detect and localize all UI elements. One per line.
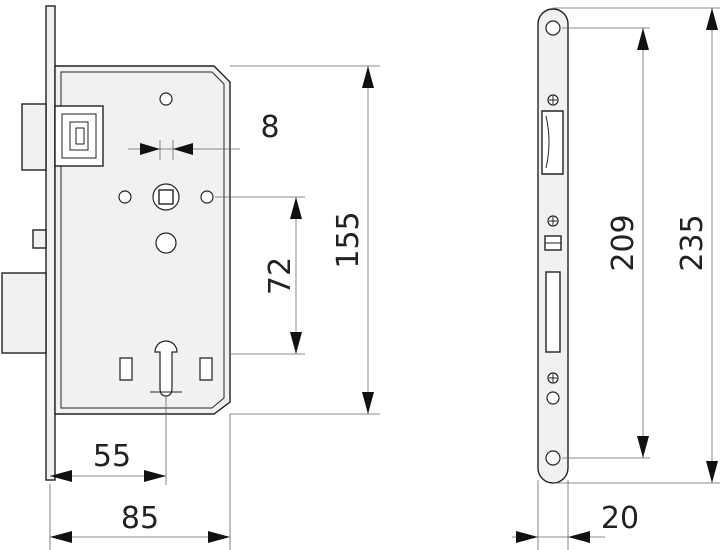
- latch-bolt: [21, 103, 47, 171]
- case-inner-outline: [60, 71, 225, 409]
- dim-209-label: 209: [606, 214, 641, 271]
- screw-cross-1: [549, 96, 557, 104]
- faceplate-side-view: [537, 8, 569, 484]
- cylinder-screw-hole: [546, 391, 560, 405]
- cylinder-cutout: [154, 340, 178, 397]
- dim-20-label: 20: [601, 501, 639, 536]
- dim-72-label: 72: [263, 257, 298, 295]
- latch-housing: [54, 105, 104, 167]
- bottom-mount-hole: [545, 450, 561, 466]
- top-mount-hole: [545, 20, 561, 36]
- square-follower: [158, 189, 174, 205]
- middle-hole: [155, 232, 177, 254]
- latch-detail: [69, 121, 89, 151]
- bolt-opening: [545, 271, 561, 353]
- dim-55-label: 55: [93, 439, 131, 474]
- screw-cross-2: [549, 217, 557, 225]
- arrow-235-bottom: [706, 461, 718, 483]
- left-screw-hole: [118, 190, 132, 204]
- arrow-55-right: [144, 470, 166, 482]
- small-tab: [32, 229, 47, 249]
- arrow-209-bottom: [637, 436, 649, 458]
- latch-curve: [545, 115, 550, 169]
- right-screw-hole: [200, 190, 214, 204]
- front-dimensions: 155 72 8 55 85: [49, 65, 380, 550]
- dim-8-label: 8: [260, 110, 279, 145]
- arrow-235-top: [706, 8, 718, 30]
- dead-bolt: [1, 272, 47, 354]
- left-slot: [119, 357, 133, 381]
- dim-235-label: 235: [675, 214, 710, 271]
- arrow-8-right: [173, 143, 193, 155]
- arrow-155-top: [362, 66, 374, 88]
- arrow-72-top: [290, 197, 302, 219]
- screw-cross-3: [549, 374, 557, 382]
- arrow-20-left: [516, 531, 538, 543]
- dim-85-label: 85: [121, 501, 159, 536]
- right-slot: [199, 357, 213, 381]
- arrow-55-left: [50, 470, 72, 482]
- arrow-85-left: [50, 531, 72, 543]
- lock-front-view: [1, 5, 231, 481]
- side-dimensions: 209 235 20: [512, 7, 720, 550]
- arrow-155-bottom: [362, 392, 374, 414]
- arrow-85-right: [208, 531, 230, 543]
- forend-strip: [45, 5, 56, 481]
- dim-155-label: 155: [331, 211, 366, 268]
- latch-opening: [541, 110, 564, 175]
- arrow-209-top: [637, 28, 649, 50]
- arrow-72-bottom: [290, 332, 302, 354]
- arrow-20-right: [568, 531, 590, 543]
- latch-inner: [61, 113, 97, 159]
- top-hole: [159, 92, 173, 106]
- arrow-8-left: [140, 143, 160, 155]
